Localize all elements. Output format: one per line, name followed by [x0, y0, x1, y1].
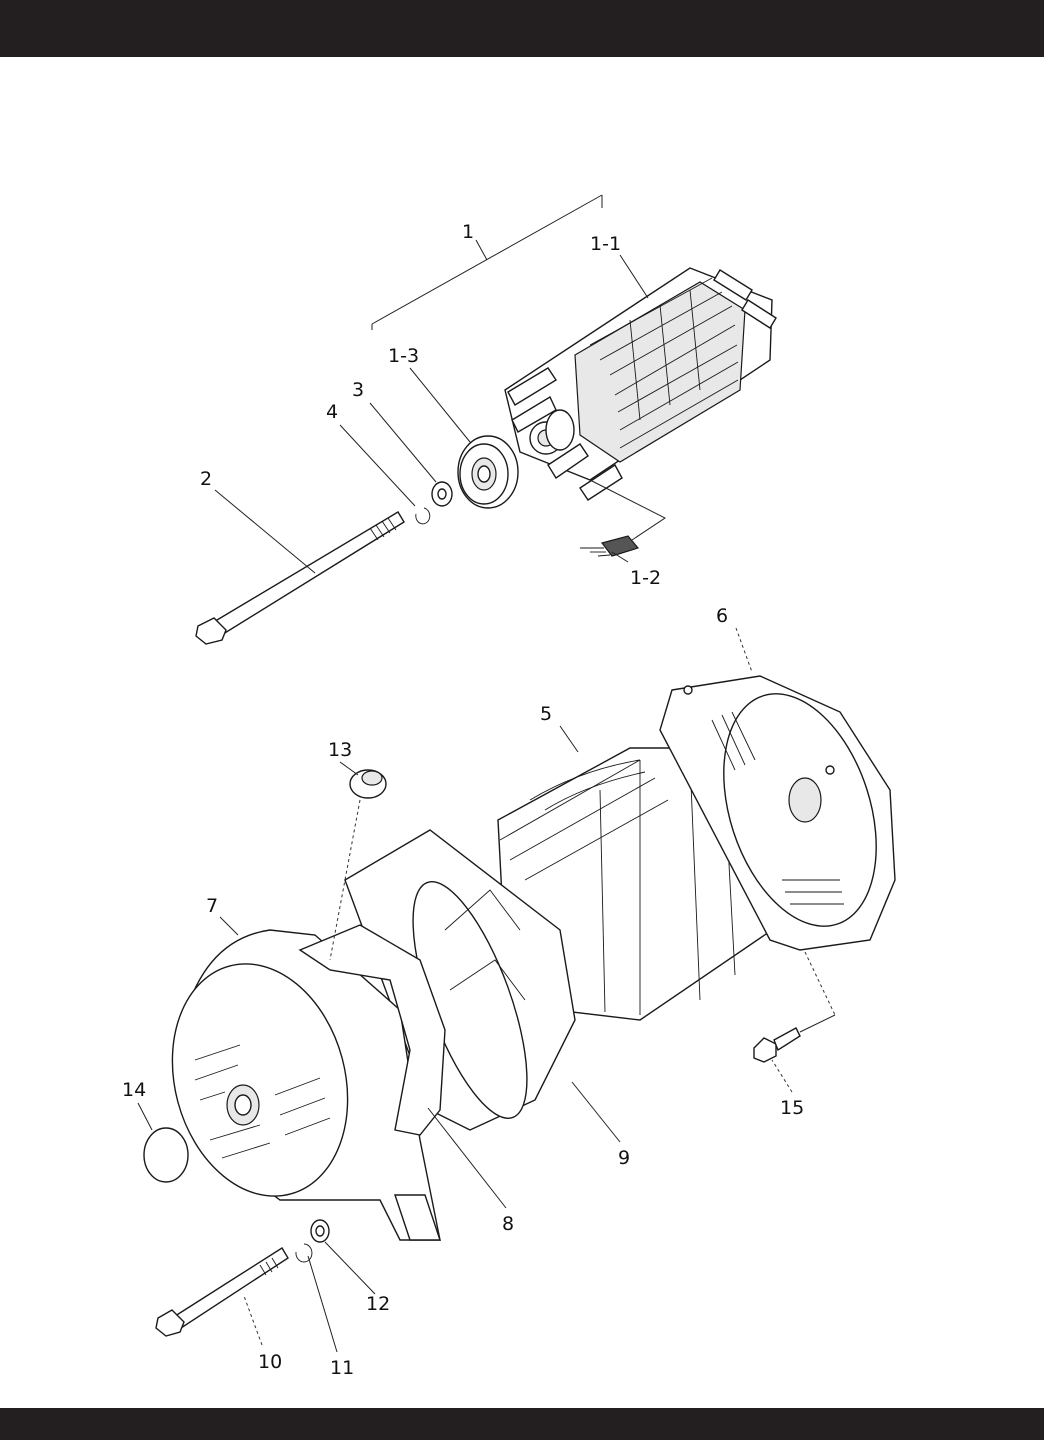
callout-7: 7: [206, 895, 218, 917]
spring-washer-4: [416, 508, 430, 524]
bearing: [458, 436, 518, 508]
brush-holder: [580, 536, 638, 556]
callout-6: 6: [716, 605, 728, 627]
callout-9: 9: [618, 1147, 630, 1169]
through-bolt-2: [196, 512, 404, 644]
callout-11: 11: [330, 1357, 354, 1379]
callout-13: 13: [328, 739, 352, 761]
callout-3: 3: [352, 379, 364, 401]
callout-14: 14: [122, 1079, 146, 1101]
washer-3: [432, 482, 452, 506]
callout-15: 15: [780, 1097, 804, 1119]
callout-1-3: 1-3: [388, 345, 419, 367]
grommet-13: [350, 770, 386, 798]
bolt-15: [754, 1028, 800, 1062]
footer-bar: [0, 1408, 1044, 1440]
through-bolt-10: [156, 1248, 288, 1336]
spring-washer-11: [296, 1244, 312, 1262]
rotor-core: [505, 268, 776, 500]
callout-1: 1: [462, 221, 474, 243]
callout-2: 2: [200, 468, 212, 490]
end-cap-14: [144, 1128, 188, 1182]
callout-8: 8: [502, 1213, 514, 1235]
callout-1-2: 1-2: [630, 567, 661, 589]
callout-4: 4: [326, 401, 338, 423]
washer-12: [311, 1220, 329, 1242]
callout-12: 12: [366, 1293, 390, 1315]
callout-5: 5: [540, 703, 552, 725]
callout-1-1: 1-1: [590, 233, 621, 255]
rotor-assembly: [372, 195, 776, 556]
callout-10: 10: [258, 1351, 282, 1373]
